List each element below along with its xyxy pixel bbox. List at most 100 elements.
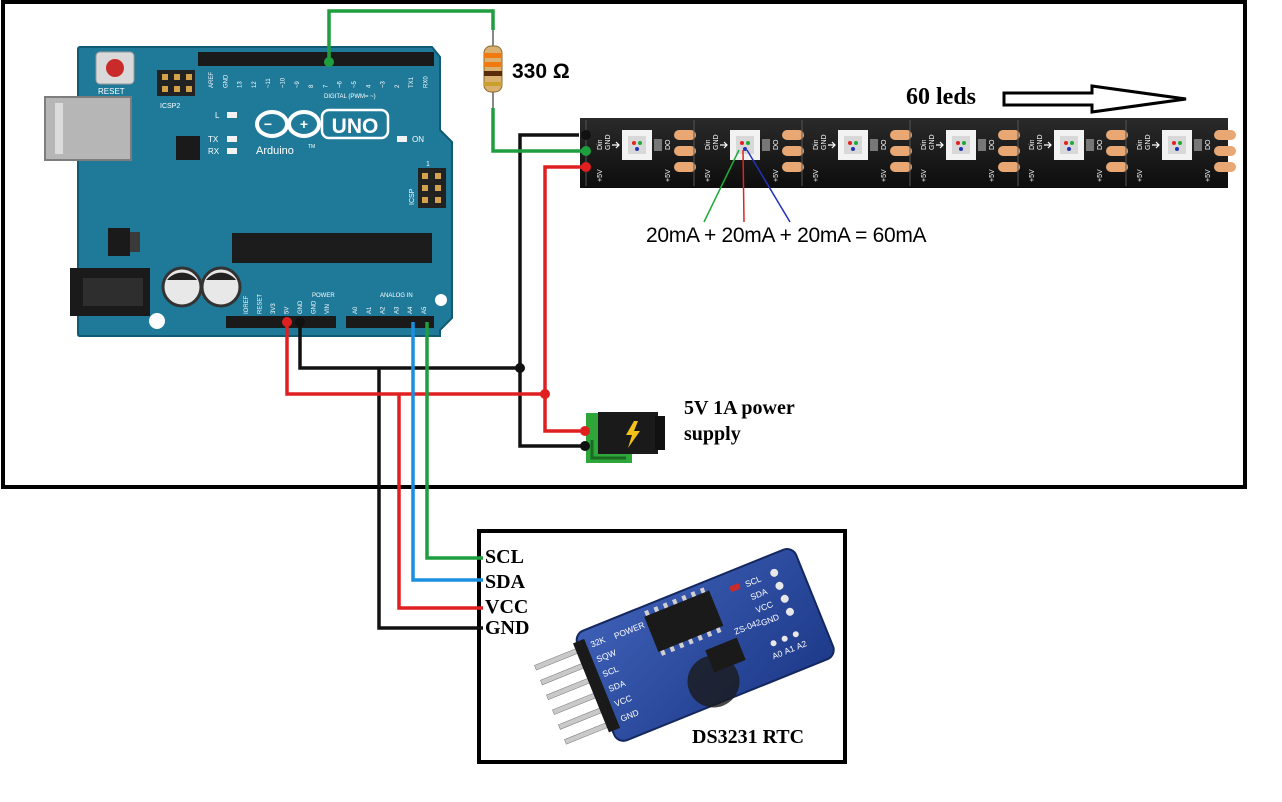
led-rx	[227, 148, 237, 154]
header-pin-label: A3	[394, 306, 400, 314]
data-arrow-icon	[720, 141, 728, 149]
reset-label: RESET	[98, 87, 125, 96]
usb-chip	[176, 136, 200, 160]
rtc-board-addr-a1: A1	[783, 643, 797, 656]
header-pin-label: A0	[353, 306, 359, 314]
main-frame	[1, 0, 1247, 489]
solder-pad	[890, 146, 912, 156]
pad-label-gnd: GND	[929, 134, 936, 150]
ds3231-rtc-module: 32K SQW SCL SDA VCC GND POWER ZS-042 SCL…	[534, 548, 835, 745]
solder-pad	[890, 130, 912, 140]
header-pin-label: A1	[367, 306, 373, 314]
pad-label-gnd: GND	[1145, 134, 1152, 150]
solder-pad	[1106, 146, 1128, 156]
pad-label-vcc: +5V	[813, 169, 820, 182]
led-l	[227, 112, 237, 118]
solder-pad	[782, 162, 804, 172]
solder-pad	[674, 130, 696, 140]
header-pin-label: GND	[312, 300, 318, 314]
analog-header-label: ANALOG IN	[380, 293, 413, 299]
header-pin-label: 3V3	[271, 303, 277, 314]
power-header	[226, 316, 336, 328]
header-pin-label: 13	[238, 81, 244, 88]
pad-label-din: Din	[921, 139, 928, 150]
pad-label-vcc: +5V	[1137, 169, 1144, 182]
header-pin-label: A5	[422, 306, 428, 314]
reset-button-cap	[106, 59, 124, 77]
solder-pad	[998, 130, 1020, 140]
lightning-icon	[626, 421, 640, 448]
l-led-label: L	[215, 111, 220, 120]
pad-label-vcc: +5V	[597, 169, 604, 182]
icsp-label: ICSP	[409, 188, 416, 205]
rtc-frame	[477, 529, 847, 764]
rtc-pin-sda-label: SDA	[485, 571, 526, 593]
arduino-tm-mark: TM	[308, 144, 315, 150]
pad-label-do: DO	[881, 139, 888, 150]
digital-header-label: DIGITAL (PWM= ~)	[324, 94, 376, 100]
header-pin-label: A2	[381, 306, 387, 314]
arduino-pcb	[77, 46, 453, 337]
pad-label-vcc: +5V	[1029, 169, 1036, 182]
header-pin-label: ~11	[266, 78, 272, 88]
tx-led-label: TX	[208, 135, 219, 144]
header-pin-label: 5V	[285, 307, 291, 314]
header-pin-label: GND	[298, 300, 304, 314]
header-pin-label: TX1	[409, 76, 415, 88]
arduino-uno-board: − +	[44, 46, 453, 337]
solder-pad	[1214, 146, 1236, 156]
solder-pad	[1214, 162, 1236, 172]
solder-pad	[998, 146, 1020, 156]
pad-label-vcc: +5V	[989, 169, 996, 182]
header-pin-label: GND	[223, 74, 229, 88]
power-header-label: POWER	[312, 293, 335, 299]
solder-pad	[674, 146, 696, 156]
solder-pad	[1106, 130, 1128, 140]
data-wires	[327, 9, 585, 560]
header-pin-label: ~6	[338, 80, 344, 88]
on-led-label: ON	[412, 135, 424, 144]
analog-header	[346, 316, 434, 328]
direction-arrow-icon	[1002, 84, 1187, 114]
pad-label-din: Din	[1029, 139, 1036, 150]
header-pin-label: 7	[323, 84, 329, 88]
data-arrow-icon	[612, 141, 620, 149]
solder-pad	[782, 130, 804, 140]
pad-label-gnd: GND	[605, 134, 612, 150]
blue-channel-pointer	[746, 149, 791, 223]
green-channel-pointer	[703, 149, 740, 223]
pad-label-din: Din	[705, 139, 712, 150]
solder-pad	[890, 162, 912, 172]
header-pin-label: ~5	[352, 80, 358, 88]
pad-label-din: Din	[1137, 139, 1144, 150]
voltage-regulator	[108, 228, 130, 256]
pad-label-do: DO	[1097, 139, 1104, 150]
pad-label-do: DO	[989, 139, 996, 150]
icsp2-header	[157, 70, 195, 96]
header-pin-label: ~3	[381, 80, 387, 88]
rtc-pin-vcc-label: VCC	[485, 596, 529, 618]
pad-label-gnd: GND	[1037, 134, 1044, 150]
data-arrow-icon	[1152, 141, 1160, 149]
rtc-board-addr-a0: A0	[771, 648, 785, 661]
svg-text:−: −	[264, 116, 272, 132]
rtc-module-label: DS3231 RTC	[692, 726, 805, 748]
arduino-brand-text: Arduino	[256, 145, 294, 157]
rtc-pin-gnd-label: GND	[485, 617, 530, 639]
resistor-value-label: 330 Ω	[512, 60, 570, 83]
pad-label-vcc: +5V	[665, 169, 672, 182]
header-pin-label: IOREF	[244, 295, 250, 314]
pad-label-gnd: GND	[713, 134, 720, 150]
led-tx	[227, 136, 237, 142]
icsp2-label: ICSP2	[160, 103, 180, 110]
ground-wires	[298, 133, 585, 630]
header-pin-label: 2	[395, 84, 401, 88]
pad-label-do: DO	[773, 139, 780, 150]
digital-header	[198, 52, 434, 66]
solder-pad	[998, 162, 1020, 172]
